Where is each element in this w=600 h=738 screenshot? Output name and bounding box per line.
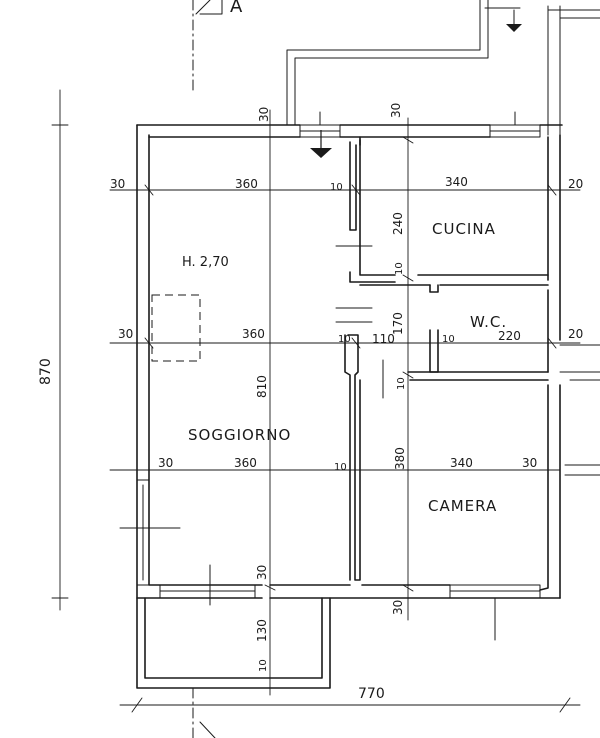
- dim-top-wall-b: 30: [389, 103, 403, 118]
- dim-camera-340: 340: [450, 456, 473, 470]
- dim-balcony-130: 130: [255, 619, 269, 642]
- dim-wall-10-wc-b: 10: [442, 334, 455, 345]
- dim-wall-10-top: 10: [330, 182, 343, 193]
- dim-wc-220: 220: [498, 329, 521, 343]
- dim-wall-10-wc: 10: [338, 334, 351, 345]
- dim-soggiorno-360-top: 360: [235, 177, 258, 191]
- dim-top-wall-a: 30: [257, 107, 271, 122]
- dim-left-30-mid: 30: [118, 327, 133, 341]
- dim-soggiorno-360-low: 360: [234, 456, 257, 470]
- dim-right-20-mid: 20: [568, 327, 583, 341]
- dim-overall-width: 770: [358, 686, 385, 702]
- dimension-lines: [51, 89, 581, 713]
- dim-soggiorno-810: 810: [255, 375, 269, 398]
- dim-overall-height: 870: [38, 358, 54, 385]
- interior-walls: [344, 136, 549, 581]
- dim-right-20-top: 20: [568, 177, 583, 191]
- dim-soggiorno-360-mid: 360: [242, 327, 265, 341]
- room-label-soggiorno: SOGGIORNO: [188, 426, 291, 444]
- dim-camera-30: 30: [522, 456, 537, 470]
- dim-corridor-110: 110: [372, 332, 395, 346]
- dim-cucina-340: 340: [445, 175, 468, 189]
- dim-bottom-30-left: 30: [255, 565, 269, 580]
- dim-camera-380: 380: [393, 447, 407, 470]
- top-fragment: [192, 0, 600, 136]
- dim-wall-10-camera: 10: [396, 377, 407, 390]
- dim-bottom-30-right: 30: [391, 600, 405, 615]
- dashed-fixture: [151, 294, 201, 362]
- dim-balcony-10: 10: [258, 659, 269, 672]
- dim-wall-10-lower: 10: [334, 462, 347, 473]
- windows: [136, 111, 600, 641]
- dim-left-30-low: 30: [158, 456, 173, 470]
- room-label-wc: W.C.: [470, 313, 507, 331]
- balcony: [136, 597, 331, 689]
- entry-arrow-icon: [310, 148, 332, 158]
- ceiling-height-label: H. 2,70: [182, 255, 229, 270]
- dim-wall-10-mid: 10: [394, 262, 405, 275]
- room-label-camera: CAMERA: [428, 497, 497, 515]
- dim-cucina-240: 240: [391, 212, 405, 235]
- dim-left-30-top: 30: [110, 177, 125, 191]
- dim-wc-170: 170: [391, 312, 405, 335]
- misc-marks: [119, 245, 384, 738]
- room-label-cucina: CUCINA: [432, 220, 496, 238]
- corner-label: A: [230, 0, 243, 17]
